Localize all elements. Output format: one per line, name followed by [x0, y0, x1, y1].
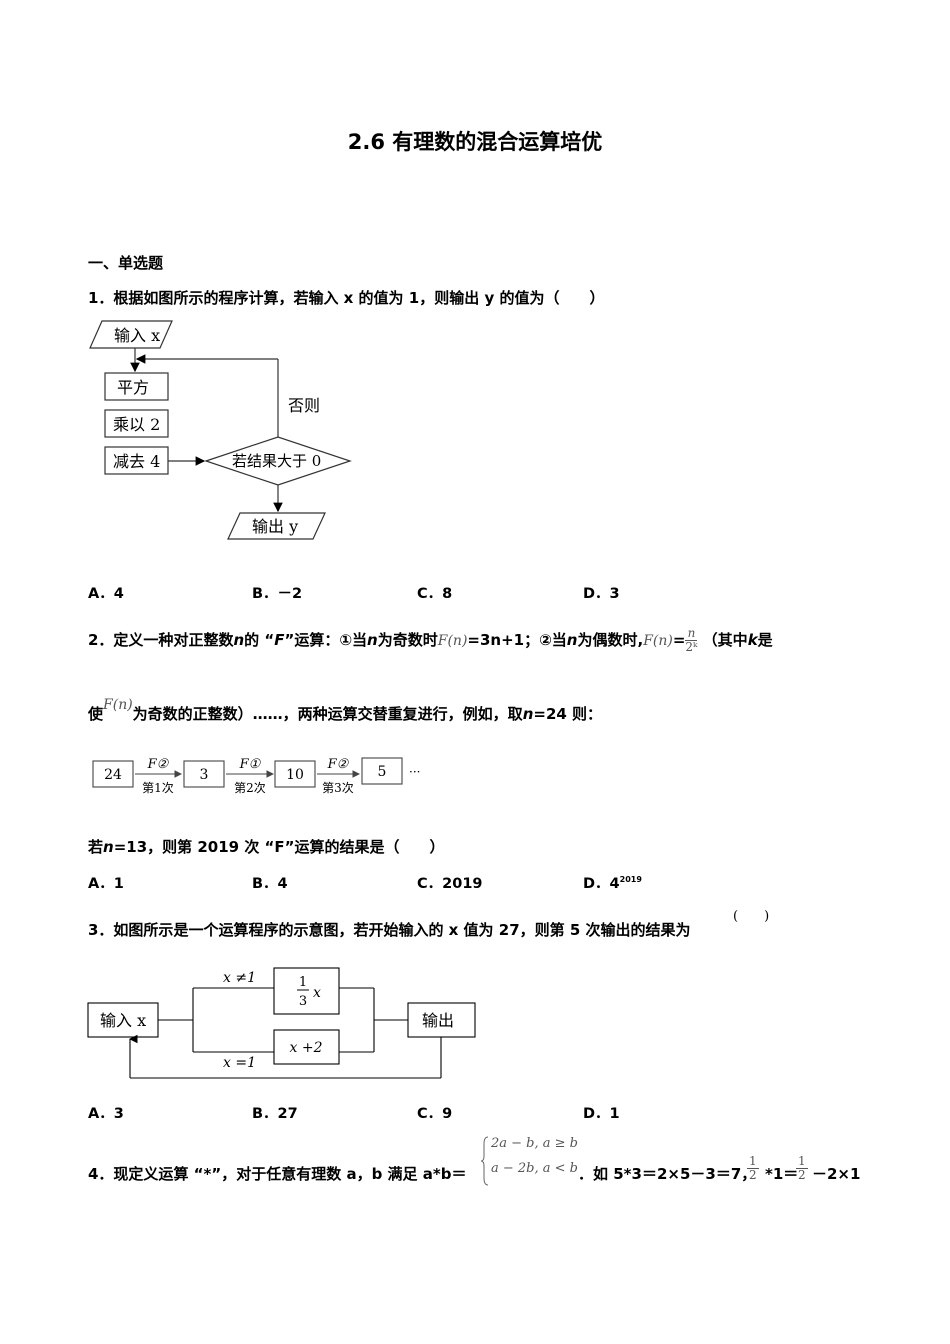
q3-input-label: 输入 x [100, 1011, 146, 1030]
fn-notation: F(n) [643, 633, 673, 649]
question-2-line-1: 2．定义一种对正整数n的 “F”运算：①当n为奇数时F(n)=3n+1；②当n为… [88, 626, 773, 654]
q3-op-top-var: x [313, 985, 321, 1001]
brace-icon [481, 1136, 489, 1186]
section-heading: 一、单选题 [88, 254, 164, 272]
q2-option-b: B．4 [252, 876, 288, 892]
chain-op-2: F① [239, 757, 262, 772]
q3-option-c: C．9 [417, 1106, 453, 1122]
q3-flowchart: 输入 x x ≠1 x =1 1 3 x x +2 输出 [87, 967, 476, 1079]
step1-box [104, 372, 169, 401]
fn-notation: F(n) [103, 697, 133, 713]
chain-box-4: 5 [378, 764, 387, 780]
chain-box-3: 10 [286, 767, 304, 783]
question-1-stem: 1．根据如图所示的程序计算，若输入 x 的值为 1，则输出 y 的值为（ ） [88, 289, 605, 307]
q1-option-a: A．4 [88, 586, 124, 602]
chain-op-1: F② [147, 757, 170, 772]
flow-step2-label: 乘以 2 [113, 415, 160, 434]
q2-option-c: C．2019 [417, 876, 483, 892]
flow-step1-label: 平方 [117, 378, 149, 397]
chain-step-3: 第3次 [322, 781, 354, 795]
question-4-stem-c: *1＝ [765, 1165, 799, 1183]
question-3-stem: 3．如图所示是一个运算程序的示意图，若开始输入的 x 值为 27，则第 5 次输… [88, 921, 691, 939]
q3-op-bottom: x +2 [290, 1040, 323, 1056]
q3-op-top-num: 1 [299, 975, 307, 990]
flow-else-label: 否则 [288, 396, 320, 415]
chain-ellipsis: ··· [409, 765, 420, 779]
q1-option-b: B．－2 [252, 586, 303, 602]
question-4-stem-b: ．如 5*3＝2×5－3＝7， [578, 1165, 757, 1183]
q2-option-a: A．1 [88, 876, 124, 892]
question-2-sub: 若n=13，则第 2019 次 “F”运算的结果是（ ） [88, 838, 445, 856]
output-shape [227, 512, 326, 540]
q3-option-a: A．3 [88, 1106, 124, 1122]
flow-output-label: 输出 y [252, 517, 298, 536]
chain-box-1: 24 [104, 767, 122, 783]
q3-output-label: 输出 [422, 1011, 454, 1030]
flow-input-label: 输入 x [114, 326, 160, 345]
q2-option-d: D．42019 [583, 875, 642, 892]
q1-flowchart: 输入 x 否则 平方 乘以 2 减去 4 若结果大于 0 输出 y [89, 320, 352, 540]
fn-notation: F(n) [437, 633, 468, 649]
q1-option-c: C．8 [417, 586, 453, 602]
chain-op-3: F② [327, 757, 350, 772]
q3-option-b: B．27 [252, 1106, 298, 1122]
chain-box-2: 3 [200, 767, 209, 783]
q3-cond-top: x ≠1 [223, 970, 256, 986]
question-2-line-2: 使F(n)为奇数的正整数）……，两种运算交替重复进行，例如，取n=24 则： [88, 697, 603, 723]
step2-box [104, 409, 169, 438]
q2-operation-chain: 24 F② 第1次 3 F① 第2次 10 F② 第3次 5 ··· [92, 757, 420, 795]
page-title: 2.6 有理数的混合运算培优 [347, 130, 603, 154]
q3-option-d: D．1 [583, 1106, 620, 1122]
chain-step-2: 第2次 [234, 781, 266, 795]
piecewise-definition: 2a − b, a ≥ b a − 2b, a < b [481, 1136, 581, 1186]
question-3-paren: ( ) [733, 909, 770, 924]
chain-step-1: 第1次 [142, 781, 174, 795]
piecewise-case-2: a − 2b, a < b [491, 1161, 578, 1176]
question-4-stem-a: 4．现定义运算 “*”，对于任意有理数 a，b 满足 a*b＝ [88, 1165, 467, 1183]
piecewise-case-1: 2a − b, a ≥ b [491, 1136, 578, 1151]
q3-op-top-den: 3 [299, 994, 307, 1009]
input-shape [89, 320, 173, 349]
decision-shape [204, 436, 352, 486]
flow-decision-label: 若结果大于 0 [232, 452, 321, 470]
question-4-stem-d: －2×1 [812, 1165, 861, 1183]
q3-cond-bottom: x =1 [223, 1055, 256, 1071]
flow-step3-label: 减去 4 [113, 452, 160, 471]
q1-option-d: D．3 [583, 586, 620, 602]
